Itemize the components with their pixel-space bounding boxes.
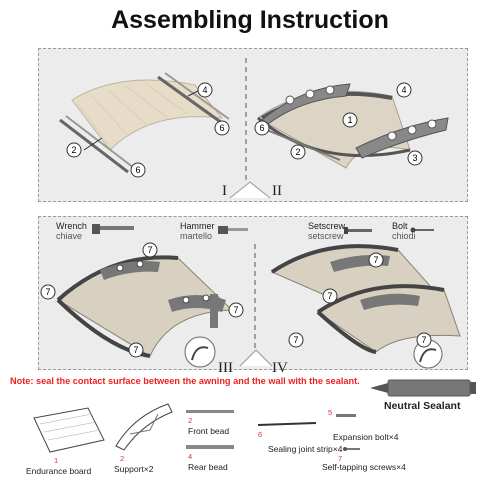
- sealing-strip-icon: [257, 422, 317, 426]
- step-1-rails: [59, 72, 230, 174]
- part-number: 6: [258, 430, 263, 439]
- part-number: 7: [338, 454, 343, 463]
- wrench-name-it: chiave: [56, 231, 83, 241]
- part-number: 4: [188, 452, 193, 461]
- callout-7: 7: [327, 291, 332, 301]
- callout-7: 7: [133, 345, 138, 355]
- part-number: 5: [328, 408, 333, 417]
- step-1-2-callouts: 4 6 2 6 4 1 6 2 3: [66, 82, 423, 178]
- callout-6: 6: [219, 123, 224, 133]
- step-2-awning: [257, 83, 449, 169]
- setscrew-name: Setscrew: [308, 221, 346, 231]
- step-3-awning: [56, 255, 234, 358]
- callout-7: 7: [233, 305, 238, 315]
- self-tapping-screw-icon: [343, 447, 360, 451]
- step-label-1: I: [222, 183, 227, 199]
- part-label-endurance-board: Endurance board: [26, 466, 92, 476]
- setscrew-icon: [344, 227, 372, 234]
- page-title: Assembling Instruction: [111, 6, 389, 34]
- tool-bolt-label: Bolt chiodi: [392, 221, 416, 241]
- callout-7: 7: [421, 335, 426, 345]
- bolt-name-it: chiodi: [392, 231, 416, 241]
- callout-6: 6: [259, 123, 264, 133]
- part-label-sealing-strip: Sealing joint strip×4: [268, 444, 343, 454]
- callout-2: 2: [71, 145, 76, 155]
- endurance-board-icon: [33, 407, 105, 453]
- support-bracket-icon: [115, 403, 173, 451]
- part-number: 2: [120, 454, 125, 463]
- part-label-rear-bead: Rear bead: [188, 462, 228, 472]
- part-number: 2: [188, 416, 193, 425]
- part-label-front-bead: Front bead: [188, 426, 230, 436]
- expansion-bolt-icon: [336, 414, 356, 417]
- step-label-2: II: [272, 183, 282, 199]
- wrench-name: Wrench: [56, 221, 87, 231]
- callout-1: 1: [347, 115, 352, 125]
- part-label-self-tapping-screws: Self-tapping screws×4: [322, 462, 406, 472]
- step-3-4-callouts: 7 7 7 7 7 7 7 7: [40, 242, 432, 358]
- tool-wrench-label: Wrench chiave: [56, 221, 87, 241]
- tool-setscrew-label: Setscrew setscrew: [308, 221, 345, 241]
- bolt-name: Bolt: [392, 221, 408, 231]
- callout-2: 2: [295, 147, 300, 157]
- part-label-expansion-bolt: Expansion bolt×4: [333, 432, 399, 442]
- step-label-3: III: [218, 360, 233, 376]
- callout-7: 7: [293, 335, 298, 345]
- callout-4: 4: [202, 85, 207, 95]
- sealant-note: Note: seal the contact surface between t…: [10, 376, 360, 386]
- callout-7: 7: [373, 255, 378, 265]
- rear-bead-icon: [186, 445, 234, 449]
- hammer-name: Hammer: [180, 221, 215, 231]
- tool-hammer-label: Hammer martello: [180, 221, 215, 241]
- callout-4: 4: [401, 85, 406, 95]
- front-bead-icon: [186, 410, 234, 413]
- callout-3: 3: [412, 153, 417, 163]
- step-label-4: IV: [272, 360, 288, 376]
- hammer-icon: [218, 226, 248, 234]
- step-3-detail: [184, 336, 216, 368]
- callout-7: 7: [45, 287, 50, 297]
- part-label-support: Support×2: [114, 464, 154, 474]
- bolt-icon: [410, 227, 434, 233]
- setscrew-name-it: setscrew: [308, 231, 344, 241]
- callout-6: 6: [135, 165, 140, 175]
- sealant-label: Neutral Sealant: [384, 400, 461, 412]
- sealant-tube-icon: [370, 379, 476, 397]
- callout-7: 7: [147, 245, 152, 255]
- wrench-icon: [92, 224, 134, 234]
- part-number: 1: [54, 456, 59, 465]
- hammer-name-it: martello: [180, 231, 213, 241]
